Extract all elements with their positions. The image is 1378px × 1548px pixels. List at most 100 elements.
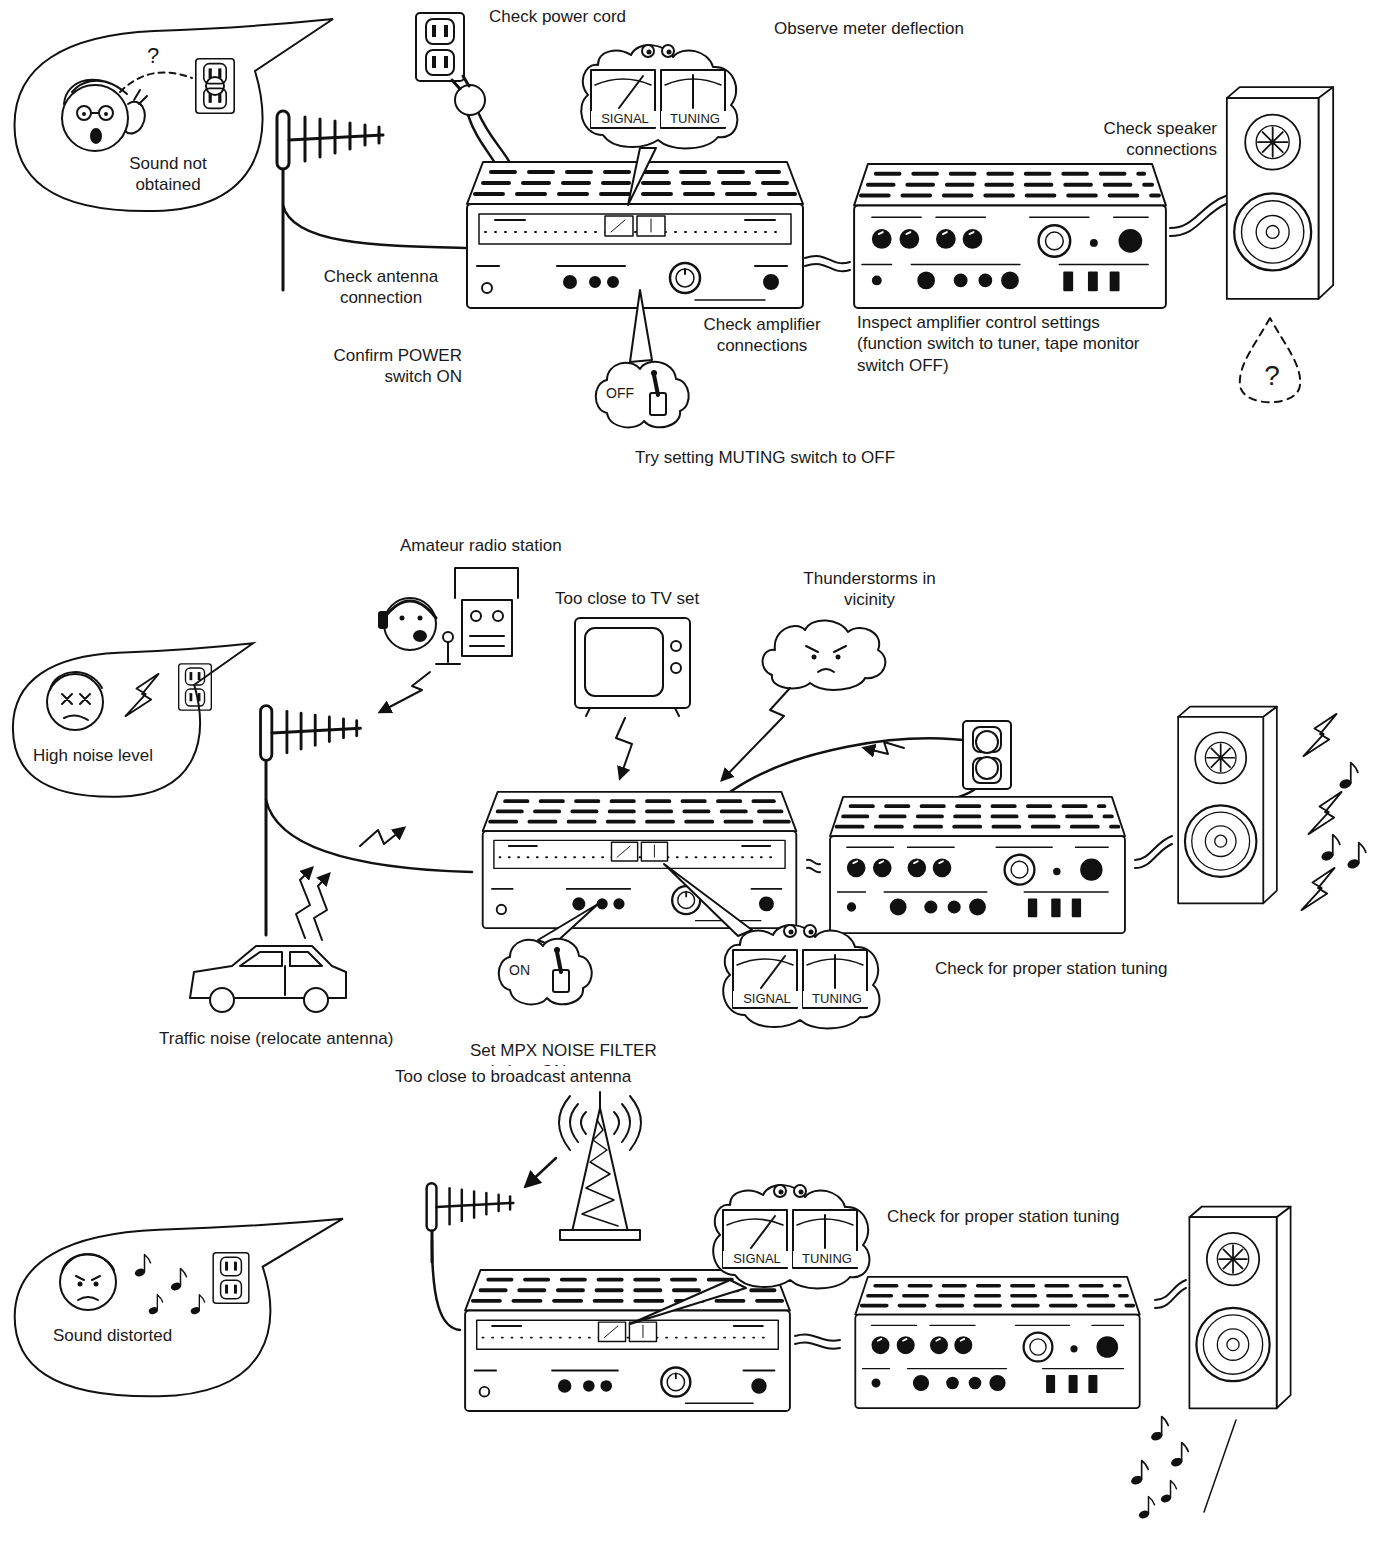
surprised-listener-part (104, 112, 108, 116)
instruction-label: Observe meter deflection (772, 18, 966, 39)
speaker-part (1320, 835, 1340, 862)
meter-label: SIGNAL (591, 111, 659, 127)
meter-cloud-part (630, 1280, 746, 1324)
thunderstorm-cloud-part (763, 620, 886, 689)
antenna (261, 706, 472, 935)
bubble-text: Sound not obtained (118, 153, 218, 196)
unhappy-listener-part (62, 1254, 114, 1272)
tuner (465, 1270, 790, 1411)
unhappy-listener-part (76, 1276, 100, 1280)
antenna-part (277, 111, 383, 169)
instruction-label: Check amplifier connections (680, 314, 844, 357)
bubble-outline (8, 640, 253, 800)
speaker-part (1308, 792, 1341, 834)
bubble-outline-path (13, 643, 253, 797)
television-part (585, 628, 663, 696)
cause-label: Amateur radio station (398, 535, 564, 556)
surprised-listener-part (196, 59, 234, 113)
surprised-listener-part (206, 77, 224, 95)
instruction-label: Check for proper station tuning (885, 1206, 1121, 1227)
amateur-radio-operator-part (379, 612, 387, 628)
amateur-radio-operator-part (414, 631, 426, 641)
power-outlet-part (730, 739, 978, 792)
power-outlet-part (864, 742, 904, 754)
television-part (671, 663, 681, 673)
surprised-listener-part (77, 106, 91, 120)
amateur-radio-operator-part (443, 632, 453, 642)
power-outlet-part (416, 13, 464, 81)
unhappy-listener-part (60, 1254, 116, 1310)
unhappy-listener-part (190, 1295, 205, 1316)
amateur-radio-operator-part (380, 672, 430, 712)
speaker-part (1170, 1442, 1188, 1468)
power-outlet-part (463, 76, 469, 86)
power-outlet-part (452, 80, 460, 89)
thunderstorm-cloud-part (806, 646, 846, 652)
surprised-listener-part (125, 90, 147, 133)
annoyed-listener-part (47, 674, 103, 730)
broadcast-tower-part (582, 1120, 618, 1226)
meter-cloud (664, 864, 879, 1028)
muting-switch-cloud (596, 290, 689, 427)
meter-label: SIGNAL (733, 991, 801, 1007)
television-part (671, 641, 681, 651)
surprised-listener (62, 59, 234, 151)
amplifier-part (805, 256, 850, 263)
speaker (1178, 707, 1366, 910)
power-outlet (730, 721, 1011, 798)
cause-label: Too close to TV set (553, 588, 701, 609)
speech-bubble: Sound distorted (8, 1215, 343, 1400)
meter-label: TUNING (803, 991, 871, 1007)
amateur-radio-operator-part (471, 611, 481, 621)
instruction-label: Try setting MUTING switch to OFF (633, 447, 897, 468)
bubble-text: High noise level (33, 745, 173, 766)
antenna (277, 111, 465, 290)
tuner-part (465, 1270, 790, 1411)
instruction-label: Confirm POWER switch ON (305, 345, 464, 388)
television (575, 618, 690, 778)
amateur-radio-operator-part (384, 601, 436, 618)
car-part (304, 988, 328, 1012)
meter-label: SIGNAL (723, 1251, 791, 1267)
amplifier-part (855, 1277, 1139, 1408)
power-outlet-part (976, 757, 998, 779)
speaker (1130, 1207, 1291, 1520)
amateur-radio-operator-part (418, 616, 423, 621)
car (190, 868, 346, 1012)
amateur-radio-operator-part (462, 600, 512, 656)
tuner-part (483, 792, 797, 928)
meter-cloud-part (581, 45, 737, 148)
speaker-part (1227, 87, 1333, 299)
thunderstorm-cloud (722, 620, 885, 780)
amplifier-part (807, 860, 820, 865)
antenna-part (283, 205, 465, 248)
noise-filter-switch-cloud (499, 904, 598, 1004)
television-part (575, 618, 690, 708)
car-part (296, 868, 312, 938)
broadcast-tower (526, 1092, 641, 1240)
question-mark: ? (1255, 358, 1289, 393)
meter-label: TUNING (793, 1251, 861, 1267)
power-outlet-part (963, 721, 1011, 789)
annoyed-listener (47, 664, 211, 730)
surprised-listener-part (64, 80, 127, 104)
amateur-radio-operator-part (455, 568, 518, 598)
speaker-part (1240, 318, 1300, 402)
broadcast-tower-part (572, 1108, 600, 1232)
antenna-part (427, 1183, 514, 1230)
annoyed-listener-part (125, 674, 158, 716)
speech-bubble: High noise level (8, 640, 253, 800)
car-part (240, 952, 322, 966)
broadcast-tower-part (559, 1096, 586, 1150)
switch-position-label: ON (507, 962, 532, 980)
surprised-listener-part (120, 72, 192, 92)
unhappy-listener-part (213, 1253, 249, 1304)
amateur-radio-operator-part (493, 611, 503, 621)
amplifier-part (807, 868, 820, 873)
amateur-radio-operator-part (470, 635, 504, 637)
television-part (616, 718, 632, 778)
amplifier-part (1135, 844, 1172, 868)
instruction-label: Check speaker connections (1075, 118, 1219, 161)
